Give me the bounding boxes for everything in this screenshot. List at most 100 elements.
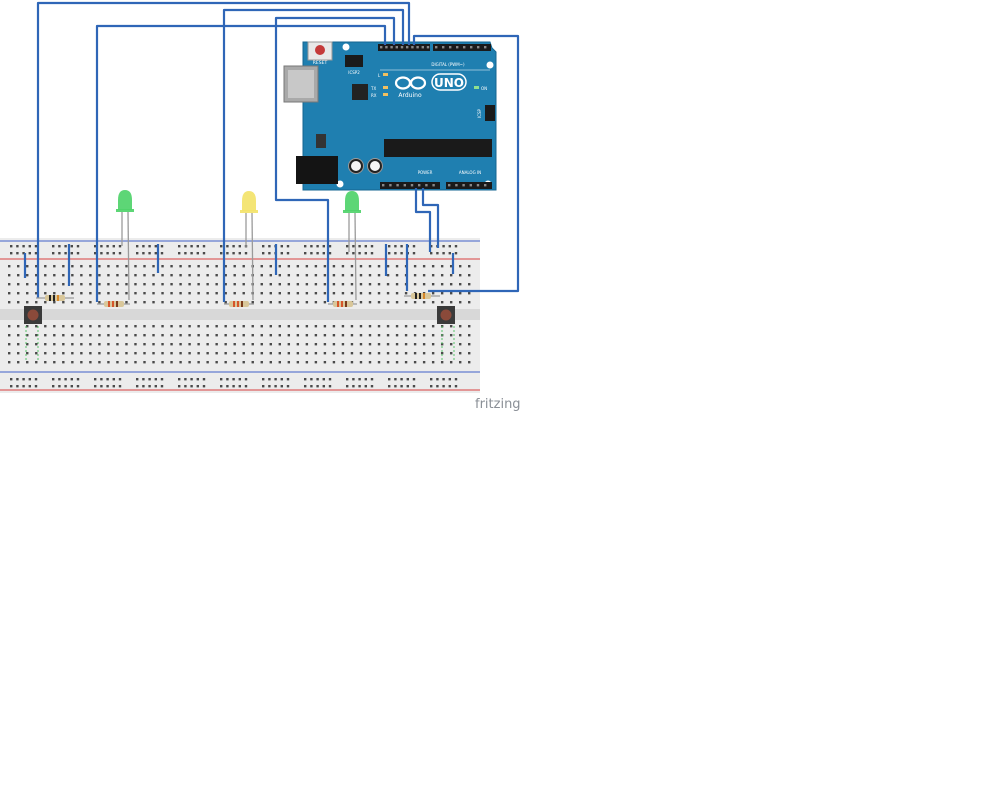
breadboard-hole	[107, 265, 110, 268]
breadboard-hole	[260, 361, 263, 364]
breadboard-hole	[125, 343, 128, 346]
breadboard-hole	[80, 325, 83, 328]
breadboard-hole	[70, 252, 73, 255]
breadboard-hole	[280, 252, 283, 255]
breadboard-hole	[196, 385, 199, 388]
breadboard-hole	[244, 378, 248, 381]
breadboard-hole	[260, 352, 263, 355]
mount-hole	[342, 43, 350, 51]
breadboard-hole	[262, 385, 265, 388]
breadboard-hole	[22, 252, 25, 255]
breadboard-hole	[242, 325, 245, 328]
breadboard-hole	[206, 343, 209, 346]
breadboard-hole	[10, 385, 13, 388]
breadboard-hole	[53, 292, 56, 295]
breadboard-hole	[148, 385, 151, 388]
breadboard-holes	[8, 245, 471, 388]
breadboard-hole	[116, 265, 119, 268]
breadboard-hole	[8, 301, 11, 304]
breadboard-hole	[323, 334, 327, 337]
resistor-band	[108, 301, 110, 307]
breadboard-hole	[454, 378, 458, 381]
breadboard-hole	[459, 301, 462, 304]
breadboard-hole	[368, 334, 372, 337]
wire-led3-to-pin	[274, 16, 396, 302]
breadboard-hole	[80, 361, 83, 364]
breadboard-hole	[352, 245, 355, 248]
breadboard-hole	[178, 385, 181, 388]
breadboard-hole	[17, 334, 20, 337]
uno-badge	[431, 73, 467, 91]
breadboard-hole	[359, 283, 363, 286]
breadboard-hole	[286, 245, 290, 248]
breadboard-hole	[468, 352, 471, 355]
breadboard-hole	[107, 274, 110, 277]
breadboard-hole	[197, 352, 200, 355]
breadboard-hole	[386, 265, 390, 268]
breadboard-hole	[422, 352, 426, 355]
breadboard-hole	[233, 325, 236, 328]
breadboard-hole	[269, 325, 272, 328]
breadboard-hole	[287, 274, 291, 277]
breadboard-hole	[136, 245, 139, 248]
breadboard-hole	[314, 292, 318, 295]
breadboard-hole	[71, 343, 74, 346]
logo-loop	[409, 76, 427, 90]
breadboard-hole	[188, 301, 191, 304]
breadboard-hole	[310, 385, 313, 388]
breadboard-hole	[26, 301, 29, 304]
breadboard-hole	[178, 245, 181, 248]
breadboard-hole	[377, 292, 381, 295]
breadboard-hole	[364, 378, 367, 381]
breadboard-hole	[364, 245, 367, 248]
breadboard-hole	[179, 352, 182, 355]
breadboard-hole	[260, 301, 263, 304]
resistor-band	[112, 301, 114, 307]
breadboard-hole	[238, 378, 241, 381]
breadboard-hole	[395, 265, 399, 268]
header-pin	[442, 46, 445, 49]
breadboard-hole	[184, 245, 187, 248]
breadboard-hole	[134, 343, 137, 346]
breadboard-hole	[314, 352, 318, 355]
breadboard-hole	[305, 301, 309, 304]
breadboard-hole	[233, 292, 236, 295]
breadboard-hole	[268, 252, 271, 255]
breadboard-hole	[316, 252, 319, 255]
breadboard-hole	[71, 361, 74, 364]
breadboard-hole	[322, 385, 325, 388]
breadboard-hole	[62, 343, 65, 346]
breadboard-hole	[305, 334, 309, 337]
breadboard-hole	[287, 283, 291, 286]
breadboard-hole	[152, 301, 155, 304]
breadboard-hole	[35, 361, 38, 364]
breadboard-hole	[358, 385, 361, 388]
breadboard-hole	[71, 325, 74, 328]
breadboard-hole	[377, 274, 381, 277]
breadboard-hole	[323, 352, 327, 355]
breadboard-hole	[206, 283, 209, 286]
wire-led1-to-pin	[95, 24, 387, 302]
breadboard-hole	[395, 283, 399, 286]
breadboard-hole	[188, 274, 191, 277]
breadboard-hole	[386, 325, 390, 328]
breadboard-hole	[215, 361, 218, 364]
breadboard-hole	[269, 334, 272, 337]
breadboard-hole	[154, 378, 157, 381]
breadboard-hole	[89, 301, 92, 304]
breadboard-hole	[170, 301, 173, 304]
header-pin	[484, 184, 487, 187]
breadboard-hole	[112, 245, 115, 248]
breadboard-hole	[215, 301, 218, 304]
breadboard-hole	[26, 283, 29, 286]
breadboard-hole	[350, 325, 354, 328]
breadboard-hole	[440, 292, 444, 295]
breadboard-hole	[10, 245, 13, 248]
breadboard-hole	[459, 292, 462, 295]
breadboard-hole	[459, 352, 462, 355]
breadboard-hole	[413, 334, 417, 337]
breadboard-hole	[44, 274, 47, 277]
breadboard-hole	[454, 252, 458, 255]
breadboard-hole	[89, 274, 92, 277]
header-pin	[456, 46, 459, 49]
